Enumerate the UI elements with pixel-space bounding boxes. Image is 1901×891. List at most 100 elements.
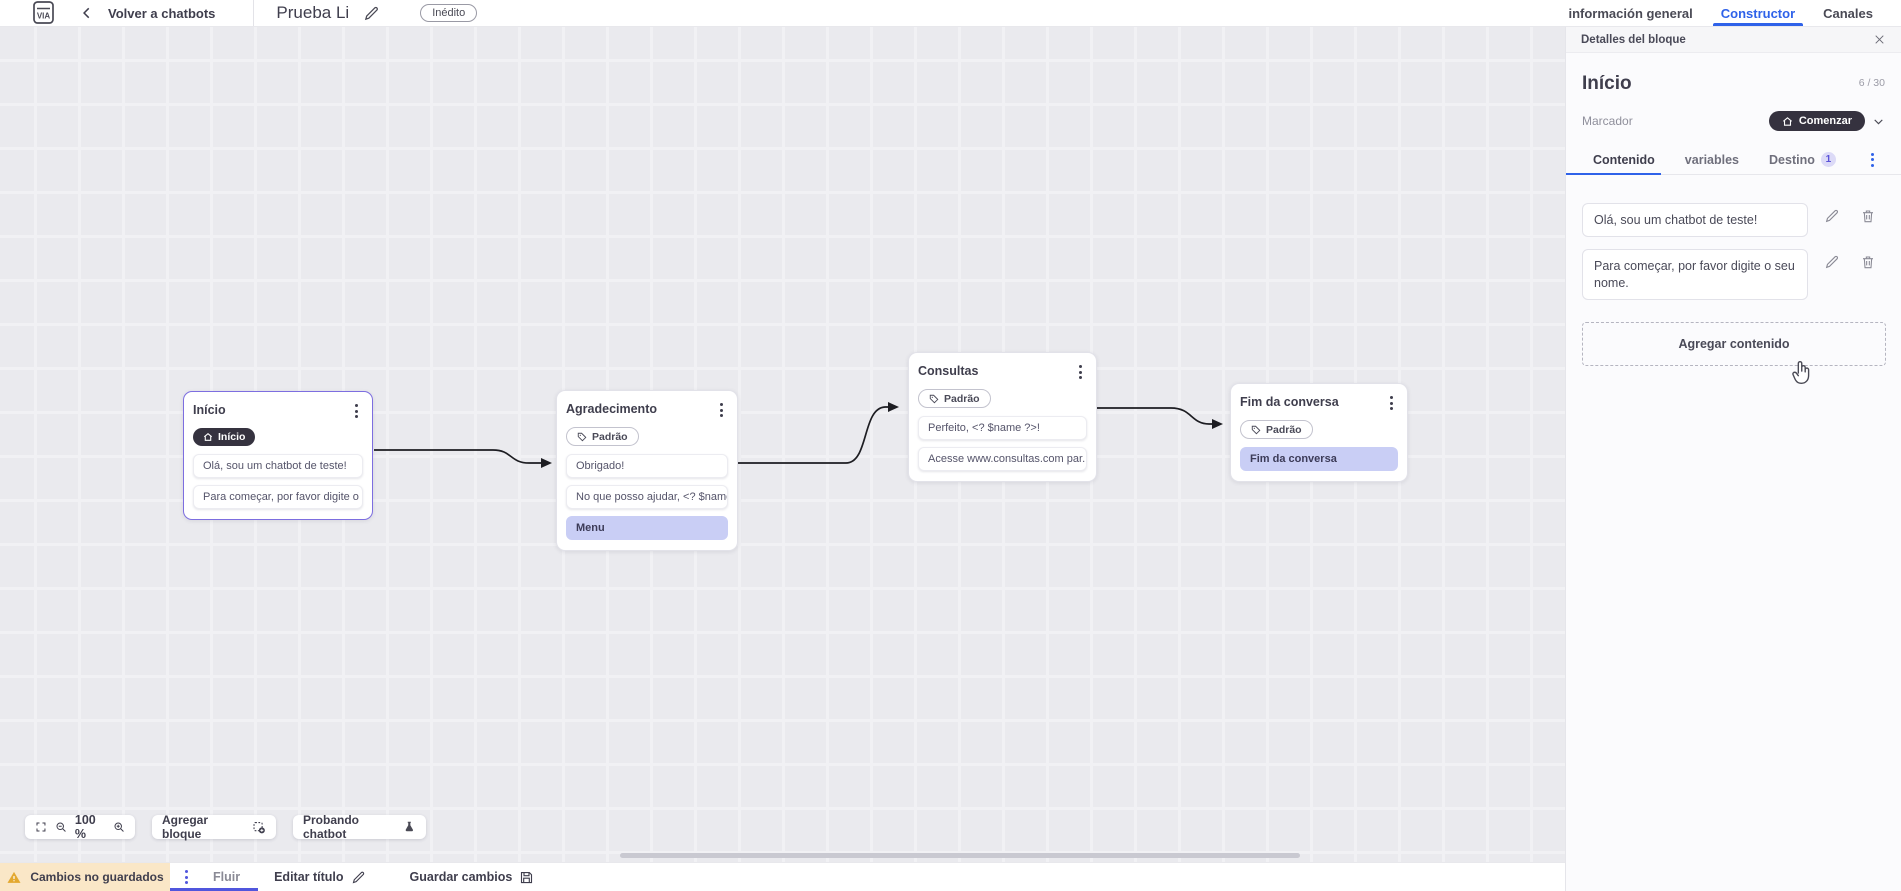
badge-label: Padrão xyxy=(592,430,628,443)
block-menu-icon[interactable] xyxy=(1074,361,1087,383)
connector-consultas-fim xyxy=(1097,407,1212,425)
bottom-bar: Cambios no guardados Fluir Editar título… xyxy=(0,862,1565,891)
back-button[interactable]: Volver a chatbots xyxy=(80,6,215,21)
add-block-button[interactable]: Agregar bloque xyxy=(152,813,276,841)
test-chatbot-label: Probando chatbot xyxy=(303,813,359,841)
block-title: Fim da conversa xyxy=(1240,395,1339,409)
content-list: Olá, sou um chatbot de teste! Para começ… xyxy=(1582,203,1885,300)
block-type-badge: Padrão xyxy=(1240,420,1313,439)
content-message[interactable]: Olá, sou um chatbot de teste! xyxy=(1582,203,1808,238)
pencil-icon xyxy=(1825,209,1839,223)
block-fim-da-conversa[interactable]: Fim da conversa Padrão Fim da conversa xyxy=(1230,383,1408,482)
tag-icon xyxy=(577,432,587,441)
content-row: Para começar, por favor digite o seu nom… xyxy=(1582,249,1885,300)
edit-title-label: Editar título xyxy=(274,870,344,884)
zoom-level: 100 % xyxy=(74,813,96,841)
block-consultas[interactable]: Consultas Padrão Perfeito, <? $name ?>! … xyxy=(908,352,1097,482)
destino-count-badge: 1 xyxy=(1820,152,1836,167)
block-menu-icon[interactable] xyxy=(1385,392,1398,414)
block-title: Consultas xyxy=(918,364,979,378)
block-inicio[interactable]: Início Início Olá, sou um chatbot de tes… xyxy=(183,391,373,520)
fit-screen-icon[interactable] xyxy=(35,820,47,834)
svg-text:VIA: VIA xyxy=(36,12,50,21)
block-details-panel: Detalles del bloque Início 6 / 30 Marcad… xyxy=(1565,27,1901,891)
edit-title-button-bottom[interactable]: Editar título xyxy=(274,870,365,885)
active-flow-tab-underline xyxy=(170,887,258,891)
block-menu-icon[interactable] xyxy=(350,400,363,422)
tag-icon xyxy=(929,394,939,403)
tab-contenido[interactable]: Contenido xyxy=(1593,145,1655,174)
tab-constructor[interactable]: Constructor xyxy=(1707,0,1809,26)
tab-variables[interactable]: variables xyxy=(1685,145,1739,174)
edit-content-button[interactable] xyxy=(1824,208,1840,224)
content-row: Olá, sou um chatbot de teste! xyxy=(1582,203,1885,238)
delete-content-button[interactable] xyxy=(1860,254,1876,270)
add-block-icon xyxy=(253,821,265,833)
tab-destino[interactable]: Destino 1 xyxy=(1769,145,1836,174)
block-card[interactable]: Acesse www.consultas.com par... xyxy=(918,446,1087,471)
pencil-icon xyxy=(352,871,364,883)
add-content-label: Agregar contenido xyxy=(1678,336,1790,351)
test-chatbot-button[interactable]: Probando chatbot xyxy=(293,813,426,841)
connector-inicio-agradecimento xyxy=(374,449,541,464)
app-logo[interactable]: VIA xyxy=(30,1,56,25)
flow-menu-icon[interactable] xyxy=(180,866,193,888)
tag-icon xyxy=(1251,425,1261,434)
save-label: Guardar cambios xyxy=(409,870,513,884)
home-icon xyxy=(1782,116,1792,126)
home-icon xyxy=(203,432,213,441)
panel-title: Detalles del bloque xyxy=(1581,33,1686,46)
char-counter: 6 / 30 xyxy=(1858,77,1885,89)
panel-menu-icon[interactable] xyxy=(1866,149,1879,171)
block-card-menu[interactable]: Menu xyxy=(566,515,728,540)
block-title: Agradecimento xyxy=(566,402,657,416)
flow-canvas[interactable]: Início Início Olá, sou um chatbot de tes… xyxy=(0,27,1565,862)
save-icon xyxy=(521,871,533,883)
logo-icon: VIA xyxy=(32,1,54,24)
zoom-toolbar: 100 % xyxy=(25,813,135,841)
tab-channels[interactable]: Canales xyxy=(1809,0,1887,26)
block-card[interactable]: Para começar, por favor digite o ... xyxy=(193,485,363,509)
tab-label: Constructor xyxy=(1720,5,1796,21)
badge-label: Padrão xyxy=(1266,423,1302,436)
tab-label: información general xyxy=(1568,5,1693,21)
block-card[interactable]: Olá, sou um chatbot de teste! xyxy=(193,454,363,478)
block-type-badge: Padrão xyxy=(918,389,991,408)
block-title: Início xyxy=(193,403,226,417)
back-label: Volver a chatbots xyxy=(108,5,216,21)
block-menu-icon[interactable] xyxy=(715,399,728,421)
delete-content-button[interactable] xyxy=(1860,208,1876,224)
tab-fluir[interactable]: Fluir xyxy=(213,870,241,884)
save-changes-button[interactable]: Guardar cambios xyxy=(410,870,535,885)
marker-value-button[interactable]: Comenzar xyxy=(1768,111,1865,131)
unsaved-changes-chip: Cambios no guardados xyxy=(0,863,170,891)
block-name: Início xyxy=(1582,73,1632,94)
content-message[interactable]: Para começar, por favor digite o seu nom… xyxy=(1582,249,1808,300)
badge-label: Padrão xyxy=(944,392,980,405)
block-card[interactable]: Obrigado! xyxy=(566,453,728,478)
panel-tabs: Contenido variables Destino 1 xyxy=(1566,145,1901,175)
unsaved-label: Cambios no guardados xyxy=(30,870,164,884)
add-block-label: Agregar bloque xyxy=(162,813,209,841)
zoom-out-icon[interactable] xyxy=(55,820,67,834)
divider xyxy=(253,0,255,26)
active-tab-underline xyxy=(1566,172,1661,175)
canvas-horizontal-scrollbar[interactable] xyxy=(620,853,1300,858)
tab-general-info[interactable]: información general xyxy=(1554,0,1706,26)
add-content-button[interactable]: Agregar contenido xyxy=(1582,321,1886,366)
block-card-end[interactable]: Fim da conversa xyxy=(1240,446,1398,471)
close-panel-button[interactable] xyxy=(1873,33,1886,46)
pencil-icon xyxy=(365,6,379,20)
edit-content-button[interactable] xyxy=(1824,254,1840,270)
block-card[interactable]: Perfeito, <? $name ?>! xyxy=(918,415,1087,440)
block-agradecimento[interactable]: Agradecimento Padrão Obrigado! No que po… xyxy=(556,390,738,551)
pencil-icon xyxy=(1825,256,1839,269)
tab-label: Contenido xyxy=(1593,152,1655,167)
zoom-in-icon[interactable] xyxy=(113,820,125,834)
chevron-down-icon[interactable] xyxy=(1872,115,1885,128)
warning-icon xyxy=(7,871,21,883)
edit-title-button[interactable] xyxy=(363,5,380,22)
main-tabs: información general Constructor Canales xyxy=(1554,0,1901,26)
close-icon xyxy=(1875,35,1884,44)
block-card[interactable]: No que posso ajudar, <? $name ... xyxy=(566,484,728,509)
